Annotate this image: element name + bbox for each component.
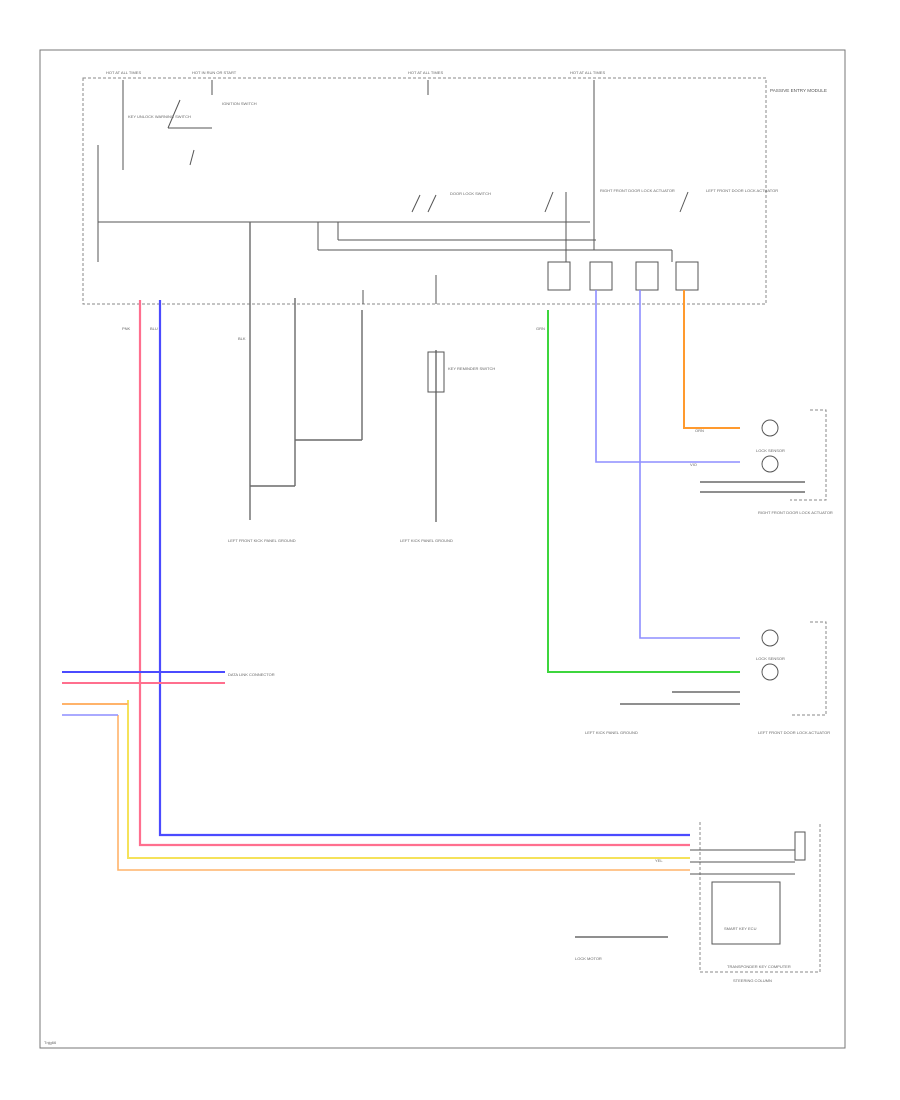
door-lock-switch-label: DOOR LOCK SWITCH <box>450 191 491 196</box>
smart-unit-label: SMART KEY ECU <box>724 926 757 931</box>
data-link-label: DATA LINK CONNECTOR <box>228 672 275 677</box>
door-switch-1-contact <box>411 194 421 213</box>
actuator-label-left: LEFT FRONT DOOR LOCK ACTUATOR <box>706 188 778 193</box>
relay-box-4 <box>675 261 699 291</box>
steering-column-label: STEERING COLUMN <box>733 978 772 983</box>
ground-1-label: LEFT FRONT KICK PANEL GROUND <box>228 538 296 543</box>
door-switch-2-contact <box>427 194 437 213</box>
wire-blue <box>158 300 690 837</box>
module-box <box>82 77 767 305</box>
antenna-box <box>794 831 806 861</box>
wire-violet-1 <box>595 290 740 463</box>
transponder-label: TRANSPONDER KEY COMPUTER <box>727 964 791 969</box>
relay-box-3 <box>635 261 659 291</box>
wire-green <box>547 310 740 673</box>
wire-violet-2 <box>639 290 740 639</box>
actuator-label-right: RIGHT FRONT DOOR LOCK ACTUATOR <box>600 188 675 193</box>
fuse-label-4: HOT AT ALL TIMES <box>570 70 605 75</box>
wire-label-orange: ORN <box>695 428 704 433</box>
lock-motor-label: LOCK MOTOR <box>575 956 602 961</box>
wire-yellow <box>127 700 690 859</box>
relay-box-1 <box>547 261 571 291</box>
wire-label-pink: PNK <box>122 326 131 331</box>
fuse-label-1: HOT AT ALL TIMES <box>106 70 141 75</box>
lock-sensor-2 <box>761 455 779 473</box>
ignition-switch-label: IGNITION SWITCH <box>222 101 257 106</box>
key-reminder-label: KEY REMINDER SWITCH <box>448 366 495 371</box>
fuse-label-2: HOT IN RUN OR START <box>192 70 237 75</box>
right-door-bracket <box>790 409 827 501</box>
key-switch-contact <box>189 149 195 166</box>
smart-unit-box <box>711 881 781 945</box>
wire-label-violet: VIO <box>690 462 697 467</box>
wire-orange <box>683 290 740 429</box>
key-reminder-connector <box>427 351 445 393</box>
relay-box-2 <box>589 261 613 291</box>
bottom-module-dash <box>699 822 821 973</box>
footer-code: Tnjg66 <box>44 1040 57 1045</box>
wire-light-orange <box>117 715 690 871</box>
lock-sensor-3 <box>761 629 779 647</box>
switch-3-contact <box>544 191 554 213</box>
right-door-label: RIGHT FRONT DOOR LOCK ACTUATOR <box>758 510 833 515</box>
lock-sensor-1 <box>761 419 779 437</box>
left-door-bracket <box>790 621 827 716</box>
switch-4-contact <box>679 191 689 213</box>
module-label: PASSIVE ENTRY MODULE <box>770 88 827 93</box>
wire-label-black: BLK <box>238 336 246 341</box>
wire-label-yellow: YEL <box>655 858 663 863</box>
page-frame <box>39 49 846 1049</box>
wire-label-green: GRN <box>536 326 545 331</box>
wire-label-blue: BLU <box>150 326 158 331</box>
lock-sensor-1-label: LOCK SENSOR <box>756 448 785 453</box>
wire-pink <box>138 300 690 847</box>
ground-2-label: LEFT KICK PANEL GROUND <box>400 538 453 543</box>
lock-sensor-2-label: LOCK SENSOR <box>756 656 785 661</box>
fuse-label-3: HOT AT ALL TIMES <box>408 70 443 75</box>
left-door-label: LEFT FRONT DOOR LOCK ACTUATOR <box>758 730 830 735</box>
ignition-switch-contact <box>167 99 181 129</box>
ground-3-label: LEFT KICK PANEL GROUND <box>585 730 638 735</box>
lock-sensor-4 <box>761 663 779 681</box>
key-unlock-label: KEY UNLOCK WARNING SWITCH <box>128 114 191 119</box>
